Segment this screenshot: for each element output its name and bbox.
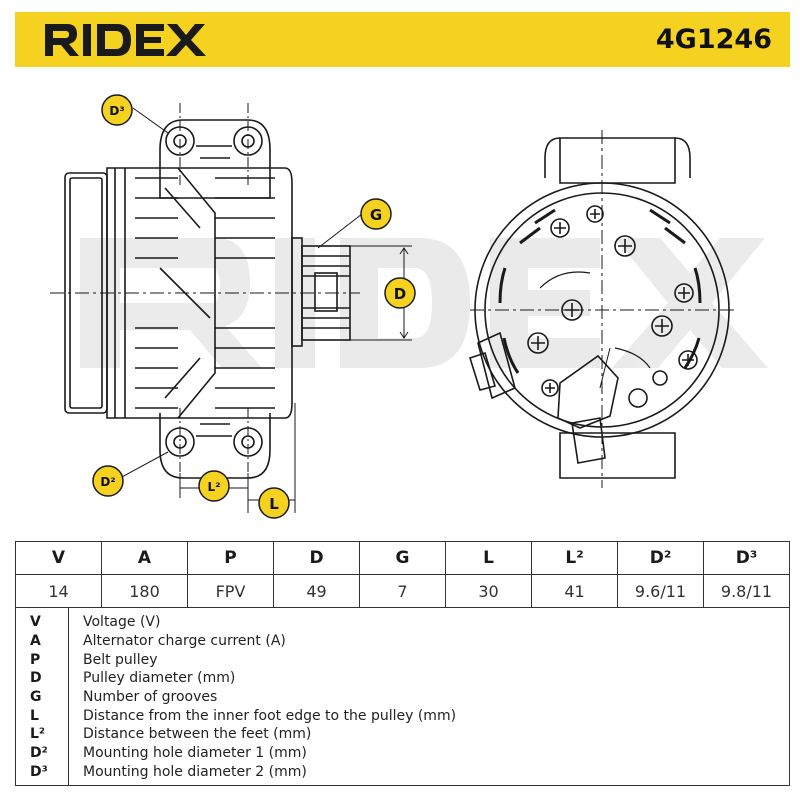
legend-symbol: V — [30, 614, 41, 630]
legend-item: L Distance from the inner foot edge to t… — [16, 707, 791, 726]
legend-description: Number of grooves — [83, 689, 218, 705]
part-number: 4G1246 — [655, 24, 772, 55]
legend-item: D³ Mounting hole diameter 2 (mm) — [16, 763, 791, 782]
header-band: 4G1246 — [15, 12, 790, 67]
alternator-technical-drawing: D³ G D D² L² L — [50, 94, 768, 519]
callout-d2-badge: D² — [92, 465, 124, 497]
legend-description: Pulley diameter (mm) — [83, 670, 236, 686]
spec-value: 7 — [359, 574, 446, 608]
spec-value: 9.8/11 — [703, 574, 790, 608]
spec-header: L — [445, 541, 532, 575]
spec-header: P — [187, 541, 274, 575]
spec-header: D³ — [703, 541, 790, 575]
legend-symbol: P — [30, 652, 41, 668]
spec-value: 9.6/11 — [617, 574, 704, 608]
spec-value: 49 — [273, 574, 360, 608]
spec-header: V — [15, 541, 102, 575]
legend-item: V Voltage (V) — [16, 613, 791, 632]
legend-symbol: G — [30, 689, 42, 705]
legend-item: L² Distance between the feet (mm) — [16, 725, 791, 744]
spec-header: G — [359, 541, 446, 575]
spec-header: D — [273, 541, 360, 575]
spec-header: A — [101, 541, 188, 575]
spec-header: L² — [531, 541, 618, 575]
ridex-logo — [45, 24, 206, 56]
spec-header: D² — [617, 541, 704, 575]
legend: V Voltage (V) A Alternator charge curren… — [15, 608, 790, 786]
legend-symbol: A — [30, 633, 41, 649]
legend-symbol: L² — [30, 726, 46, 742]
legend-item: P Belt pulley — [16, 651, 791, 670]
legend-symbol: D³ — [30, 764, 48, 780]
legend-divider — [68, 608, 69, 786]
legend-symbol: D² — [30, 745, 48, 761]
svg-text:G: G — [370, 206, 382, 224]
callout-l-badge: L — [258, 487, 290, 519]
spec-value: 180 — [101, 574, 188, 608]
legend-description: Distance from the inner foot edge to the… — [83, 708, 457, 724]
legend-symbol: D — [30, 670, 42, 686]
legend-description: Mounting hole diameter 2 (mm) — [83, 764, 307, 780]
legend-description: Mounting hole diameter 1 (mm) — [83, 745, 307, 761]
callout-l2-badge: L² — [198, 470, 230, 502]
legend-description: Voltage (V) — [83, 614, 161, 630]
svg-text:D²: D² — [100, 475, 115, 489]
legend-symbol: L — [30, 708, 39, 724]
spec-value: 41 — [531, 574, 618, 608]
spec-table-header-row: V A P D G L L² D² D³ — [15, 541, 790, 575]
legend-description: Belt pulley — [83, 652, 158, 668]
svg-text:D: D — [394, 285, 406, 303]
svg-text:L²: L² — [208, 480, 221, 494]
spec-value: FPV — [187, 574, 274, 608]
spec-table: V A P D G L L² D² D³ 14 180 FPV 49 7 30 … — [15, 541, 790, 608]
legend-item: D Pulley diameter (mm) — [16, 669, 791, 688]
spec-value: 30 — [445, 574, 532, 608]
callout-g-badge: G — [360, 198, 392, 230]
svg-text:L: L — [269, 495, 279, 513]
ridex-watermark — [80, 238, 768, 368]
legend-description: Distance between the feet (mm) — [83, 726, 312, 742]
spec-value: 14 — [15, 574, 102, 608]
spec-table-value-row: 14 180 FPV 49 7 30 41 9.6/11 9.8/11 — [15, 574, 790, 608]
svg-text:D³: D³ — [109, 104, 124, 118]
legend-item: G Number of grooves — [16, 688, 791, 707]
callout-d3-badge: D³ — [101, 94, 133, 126]
callout-d-badge: D — [384, 277, 416, 309]
legend-item: D² Mounting hole diameter 1 (mm) — [16, 744, 791, 763]
legend-description: Alternator charge current (A) — [83, 633, 286, 649]
legend-item: A Alternator charge current (A) — [16, 632, 791, 651]
